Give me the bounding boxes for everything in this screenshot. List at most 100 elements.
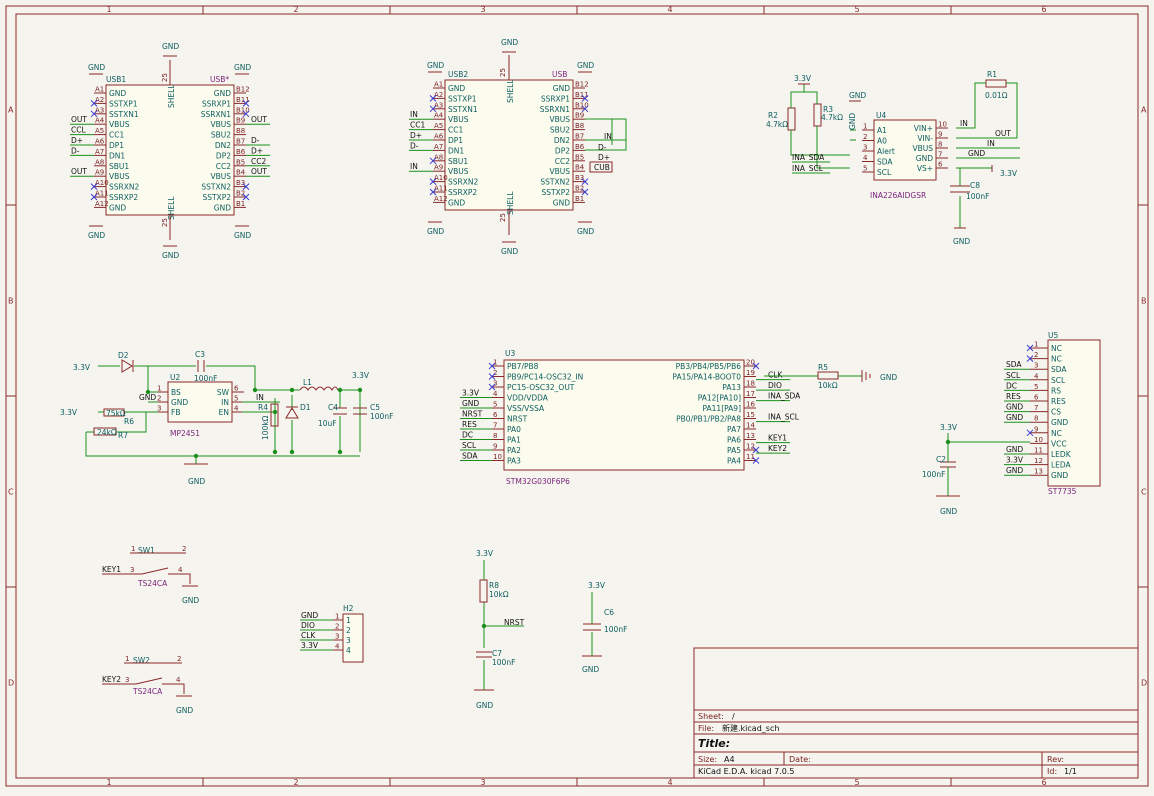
svg-text:4: 4: [178, 566, 183, 574]
pin-number: 12: [1034, 457, 1043, 465]
pin-function: VBUS: [109, 120, 130, 129]
reset-circuit[interactable]: 3.3V R8 10kΩ NRST C7 100nF GND: [474, 549, 525, 710]
u4-part: INA226AIDGSR: [870, 191, 926, 200]
c8-ref: C8: [970, 181, 980, 190]
pin-function: PB0/PB1/PB2/PA8: [676, 415, 741, 424]
pin-function: DN2: [554, 136, 570, 145]
usb1-shell-pin-top: 25: [161, 73, 169, 82]
pin-number: 9: [1034, 425, 1038, 433]
pin-function: FB: [171, 408, 180, 417]
r6-ref: R6: [124, 417, 134, 426]
r8-resistor[interactable]: [479, 579, 488, 603]
r5-resistor[interactable]: [817, 371, 839, 380]
net-label: CC1: [410, 121, 425, 130]
pin-function: SSRXN1: [540, 105, 570, 114]
pin-function: VBUS: [549, 115, 570, 124]
pin-function: SSTXN2: [540, 178, 570, 187]
r3-ref: R3: [823, 105, 833, 114]
pin-function: GND: [553, 84, 570, 93]
pin-function: SSRXN1: [201, 110, 231, 119]
pin-function: A1: [877, 126, 887, 135]
pin-function: DP2: [555, 146, 570, 155]
u3-body: [503, 359, 745, 471]
pin-function: IN: [221, 398, 229, 407]
pin-function: PA5: [727, 446, 741, 455]
pin-number: 9: [938, 131, 942, 139]
c6-capacitor[interactable]: 3.3V C6 100nF GND: [582, 581, 627, 674]
net-label: D-: [598, 143, 607, 152]
pin-function: LEDK: [1051, 450, 1072, 459]
u2-3v3-out: 3.3V: [352, 371, 370, 380]
usb2-ref2: USB: [552, 70, 567, 79]
pin-function: 4: [346, 646, 351, 655]
pin-function: SBU2: [211, 131, 231, 140]
pin-number: 7: [493, 422, 497, 430]
u4-label-ina-scl: INA_SCL: [792, 164, 824, 173]
pin-function: GND: [109, 203, 126, 212]
d2-ref: D2: [118, 351, 129, 360]
r7-resistor[interactable]: [93, 427, 117, 436]
pin-number: B1: [575, 195, 584, 203]
frame-col-bottom: 3: [481, 778, 486, 787]
net-label: GND: [1006, 413, 1023, 422]
u4-3v3-right: 3.3V: [1000, 169, 1018, 178]
pin-number: 2: [1034, 351, 1038, 359]
frame-row-left: A: [8, 106, 14, 115]
net-label: D+: [410, 131, 422, 140]
pin-number: 18: [746, 380, 755, 388]
sw2-ref: SW2: [133, 656, 150, 665]
pin-number: 3: [1034, 362, 1038, 370]
pin-number: B1: [236, 200, 245, 208]
pin-function: LEDA: [1051, 461, 1072, 470]
r6-resistor[interactable]: [103, 408, 125, 417]
pin-number: A8: [95, 158, 104, 166]
pin-function: NRST: [507, 415, 528, 424]
pin-function: DN1: [448, 146, 464, 155]
u4-label-ina-sda: INA_SDA: [792, 153, 825, 162]
pin-number: 11: [1034, 447, 1043, 455]
u2-in-label: IN: [256, 393, 264, 402]
u4-rlabel-gnd: GND: [968, 149, 985, 158]
r4-resistor[interactable]: [270, 403, 279, 427]
usb2-shell-pin-bottom: 25: [499, 213, 507, 222]
r1-shunt[interactable]: [985, 79, 1007, 88]
net-label: DIO: [301, 621, 315, 630]
pin-function: PA4: [727, 457, 741, 466]
sw2-key-label: KEY2: [102, 675, 121, 684]
pin-number: A2: [434, 91, 443, 99]
pin-number: 1: [1034, 341, 1038, 349]
pin-function: VBUS: [210, 120, 231, 129]
pin-number: A5: [95, 127, 104, 135]
tb-title-key: Title:: [698, 737, 730, 750]
r2-resistor[interactable]: [787, 107, 796, 131]
sw1-gnd: GND: [182, 596, 199, 605]
usb1-shell-pin-bottom: 25: [161, 218, 169, 227]
c4-ref: C4: [328, 403, 338, 412]
pin-function: VIN-: [917, 134, 933, 143]
tb-id-key: Id:: [1047, 767, 1057, 776]
pin-function: PA3: [507, 457, 521, 466]
l1-value: 10uF: [318, 419, 337, 428]
r3-resistor[interactable]: [813, 103, 822, 127]
pin-number: B12: [236, 86, 250, 94]
pin-function: DP2: [216, 151, 231, 160]
pin-function: VBUS: [210, 172, 231, 181]
c7-gnd: GND: [476, 701, 493, 710]
net-label: SDA: [462, 452, 478, 461]
net-label: IN: [410, 162, 418, 171]
tb-file-key: File:: [698, 724, 714, 733]
pin-function: PA7: [727, 425, 741, 434]
net-label: KEY2: [768, 444, 787, 453]
net-label: SCL: [462, 441, 477, 450]
pin-number: A7: [434, 143, 443, 151]
